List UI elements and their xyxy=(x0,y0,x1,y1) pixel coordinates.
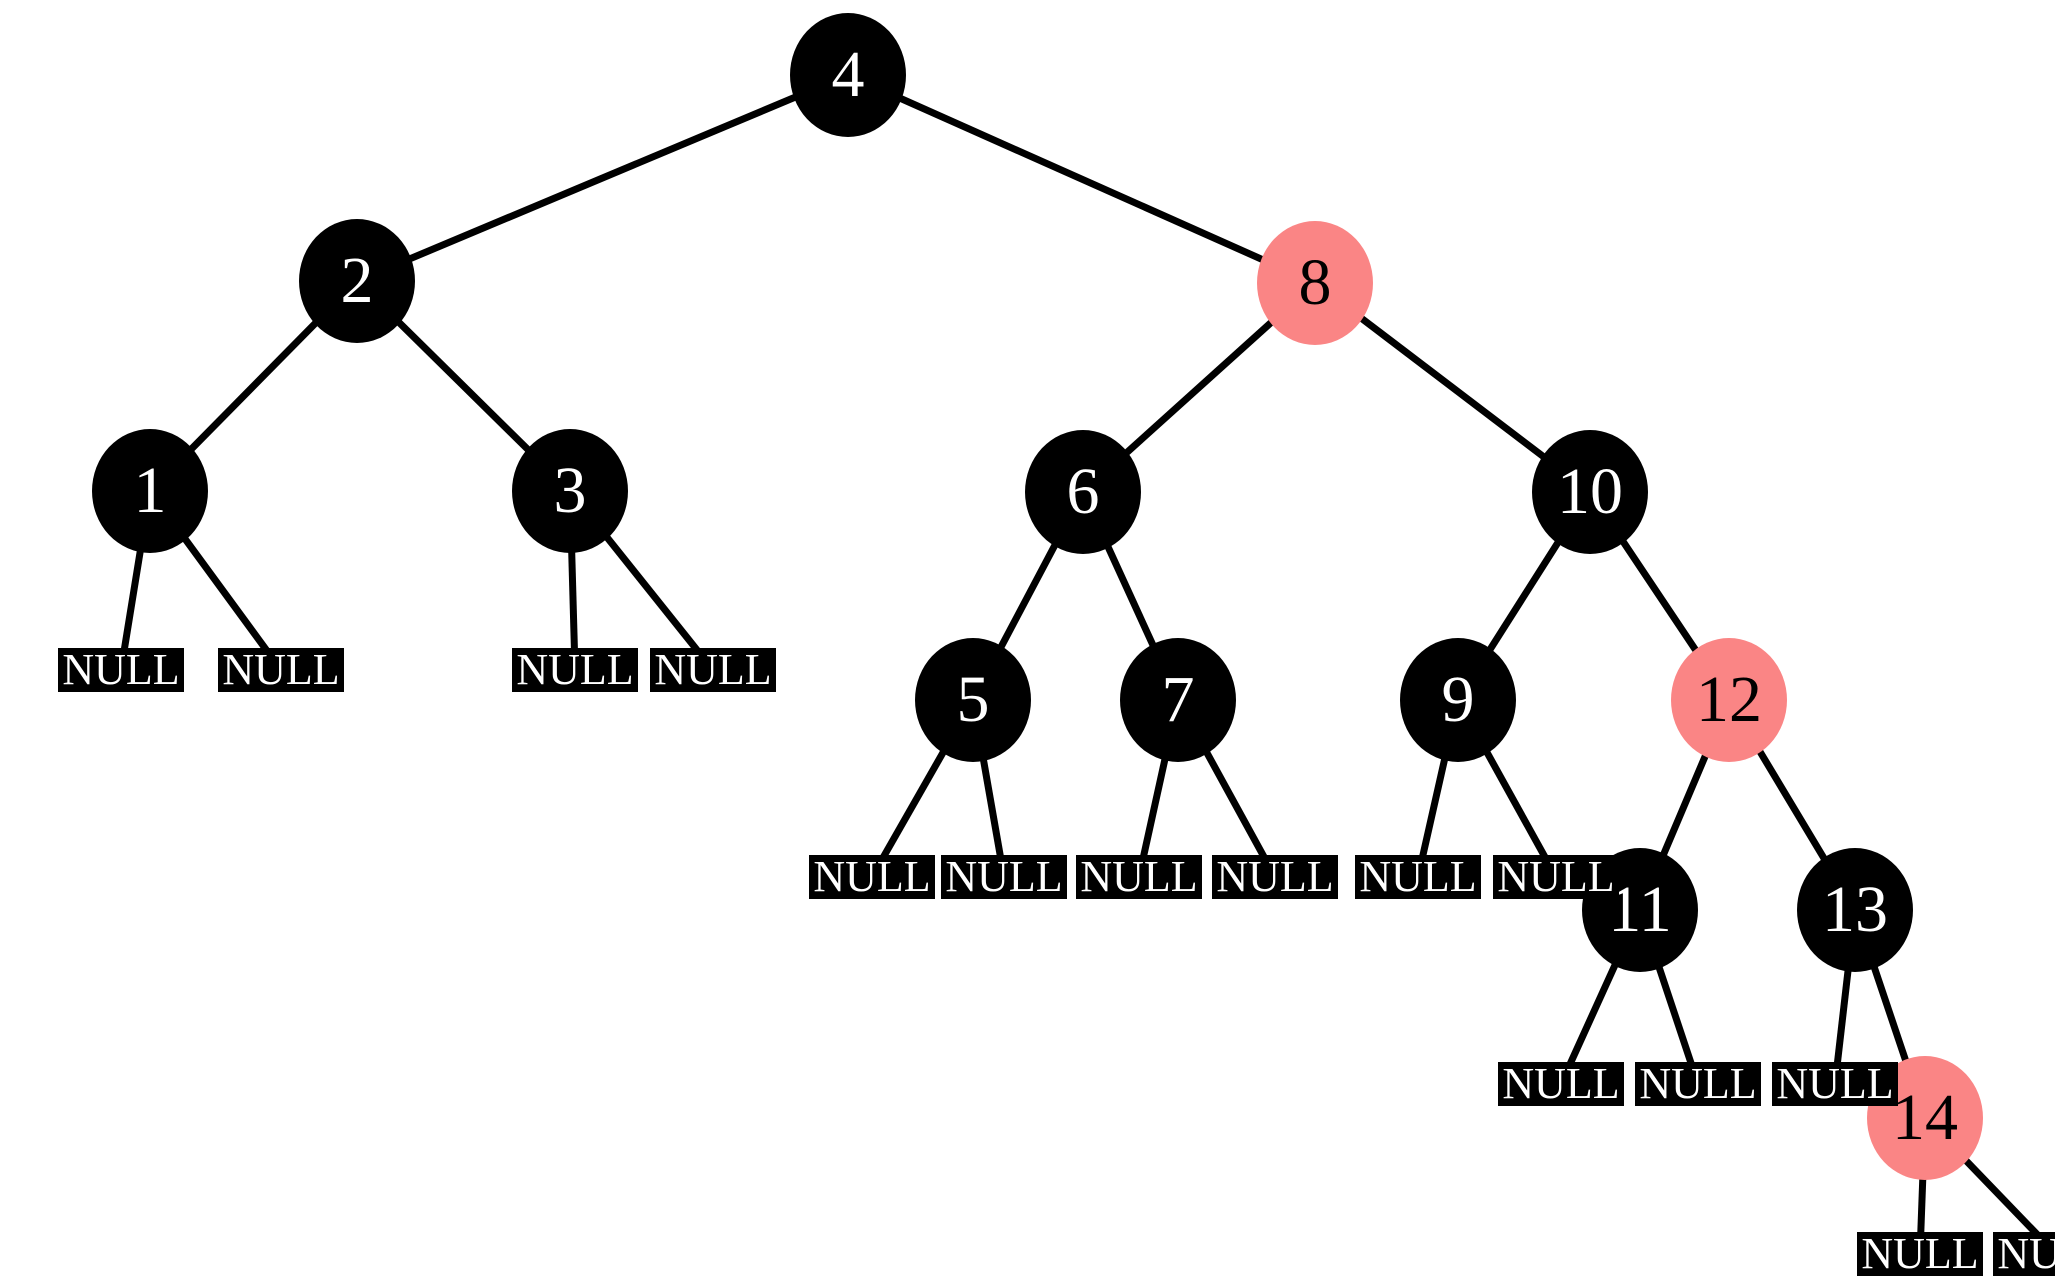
null-leaf-label: NULL xyxy=(62,645,180,694)
null-leaf-n3-right: NULL xyxy=(650,648,776,692)
null-leaf-label: NULL xyxy=(1861,1229,1979,1277)
tree-node-3[interactable]: 3 xyxy=(512,429,628,553)
tree-node-1[interactable]: 1 xyxy=(92,429,208,553)
null-leaf-n14-left: NULL xyxy=(1857,1232,1983,1276)
tree-node-4[interactable]: 4 xyxy=(790,13,906,137)
null-leaf-label: NULL xyxy=(516,645,634,694)
tree-node-label: 6 xyxy=(1066,455,1100,528)
null-leaf-label: NULL xyxy=(1997,1229,2055,1277)
tree-node-label: 5 xyxy=(956,663,990,736)
tree-node-8[interactable]: 8 xyxy=(1257,221,1373,345)
null-leaf-n5-left: NULL xyxy=(809,855,935,899)
tree-node-label: 3 xyxy=(553,454,587,527)
tree-node-2[interactable]: 2 xyxy=(299,219,415,343)
tree-node-9[interactable]: 9 xyxy=(1400,638,1516,762)
null-leaf-label: NULL xyxy=(1497,852,1615,901)
null-leaf-label: NULL xyxy=(1502,1059,1620,1108)
null-leaf-n1-right: NULL xyxy=(218,648,344,692)
null-leaf-label: NULL xyxy=(654,645,772,694)
null-leaf-label: NULL xyxy=(1639,1059,1757,1108)
tree-node-label: 7 xyxy=(1161,663,1195,736)
null-leaf-n5-right: NULL xyxy=(941,855,1067,899)
tree-node-label: 12 xyxy=(1696,663,1762,736)
null-leaf-n11-right: NULL xyxy=(1635,1062,1761,1106)
tree-node-13[interactable]: 13 xyxy=(1797,848,1913,972)
null-leaf-n7-left: NULL xyxy=(1076,855,1202,899)
tree-node-6[interactable]: 6 xyxy=(1025,430,1141,554)
tree-node-label: 2 xyxy=(340,244,374,317)
tree-node-12[interactable]: 12 xyxy=(1671,638,1787,762)
tree-edge xyxy=(846,71,1317,287)
null-leaf-label: NULL xyxy=(222,645,340,694)
tree-node-label: 1 xyxy=(133,454,167,527)
tree-node-7[interactable]: 7 xyxy=(1120,638,1236,762)
null-leaf-n11-left: NULL xyxy=(1498,1062,1624,1106)
null-leaf-n14-right: NULL xyxy=(1993,1232,2055,1276)
null-leaf-n3-left: NULL xyxy=(512,648,638,692)
tree-edge xyxy=(355,71,850,285)
null-leaf-n7-right: NULL xyxy=(1212,855,1338,899)
null-leaf-label: NULL xyxy=(1080,852,1198,901)
tree-node-label: 13 xyxy=(1822,873,1888,946)
tree-node-label: 14 xyxy=(1892,1081,1958,1154)
tree-node-5[interactable]: 5 xyxy=(915,638,1031,762)
tree-node-label: 10 xyxy=(1557,455,1623,528)
tree-node-label: 9 xyxy=(1441,663,1475,736)
null-leaf-n1-left: NULL xyxy=(58,648,184,692)
null-leaf-label: NULL xyxy=(1216,852,1334,901)
null-leaf-n9-right: NULL xyxy=(1493,855,1619,899)
null-leaf-n9-left: NULL xyxy=(1355,855,1481,899)
null-leaf-n13-left: NULL xyxy=(1772,1062,1898,1106)
tree-node-10[interactable]: 10 xyxy=(1532,430,1648,554)
null-leaf-label: NULL xyxy=(1776,1059,1894,1108)
tree-node-14[interactable]: 14 xyxy=(1867,1056,1983,1180)
null-leaf-label: NULL xyxy=(813,852,931,901)
tree-node-label: 4 xyxy=(831,38,865,111)
null-leaf-label: NULL xyxy=(945,852,1063,901)
null-leaf-label: NULL xyxy=(1359,852,1477,901)
tree-node-label: 8 xyxy=(1298,246,1332,319)
